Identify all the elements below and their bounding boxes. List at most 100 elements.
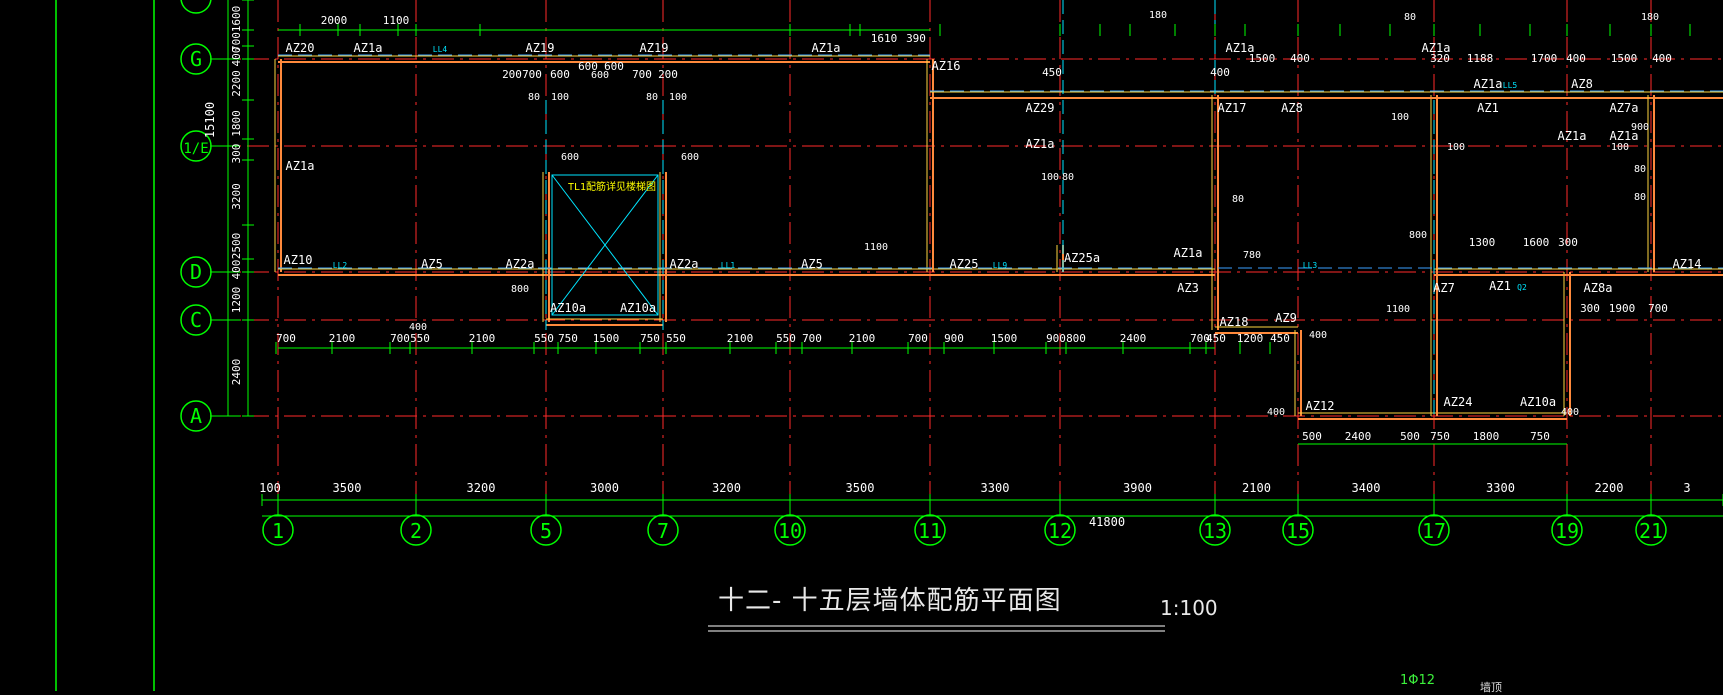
dimension-value: 700 — [1648, 302, 1668, 315]
rebar-note: 1Φ12 — [1400, 673, 1436, 688]
axis-label: 10 — [778, 519, 802, 543]
dimension-value: 3000 — [590, 481, 619, 495]
wall-label: AZ16 — [932, 59, 961, 73]
dimension-value: 200 — [658, 68, 678, 81]
dimension-value: 80 — [1634, 164, 1646, 175]
beam-label: LL5 — [1503, 81, 1518, 90]
dimension-value: 1800 — [1473, 430, 1500, 443]
wall-label: AZ25 — [950, 257, 979, 271]
axis-label: 17 — [1422, 519, 1446, 543]
dimension-value: 400 — [1566, 52, 1586, 65]
dimension-value: 300 — [1558, 236, 1578, 249]
wall-label: AZ10a — [1520, 395, 1556, 409]
dimension-value: 1700 — [1531, 52, 1558, 65]
dimension-value: 300 — [230, 144, 243, 164]
axis-label: 1 — [272, 519, 284, 543]
dimension-value: 750 — [1530, 430, 1550, 443]
dimension-value: 2100 — [727, 332, 754, 345]
dimension-value: 3300 — [981, 481, 1010, 495]
wall-label: AZ19 — [526, 41, 555, 55]
dimension-value: 780 — [1243, 250, 1261, 261]
dimension-value: 550 — [666, 332, 686, 345]
beam-label: LL1 — [721, 261, 736, 270]
axis-label: 13 — [1203, 519, 1227, 543]
dimension-value: 400 — [1210, 66, 1230, 79]
dimension-value: 80 — [1232, 194, 1244, 205]
wall-label: AZ18 — [1220, 315, 1249, 329]
wall-label: AZ1a — [354, 41, 383, 55]
dimension-value: 2100 — [849, 332, 876, 345]
dimension-value: 1800 — [230, 110, 243, 137]
axis-label: 11 — [918, 519, 942, 543]
beam-label: LL3 — [1303, 261, 1318, 270]
dimension-value: 450 — [1206, 332, 1226, 345]
beam-label: LL2 — [333, 261, 348, 270]
dimension-value: 1500 — [1249, 52, 1276, 65]
wall-label: AZ29 — [1026, 101, 1055, 115]
dimension-value: 100 — [1447, 142, 1465, 153]
wall-label: AZ10a — [550, 301, 586, 315]
wall-label: AZ7 — [1433, 281, 1455, 295]
dimension-value: 550 — [776, 332, 796, 345]
dimension-value: 500 — [1302, 430, 1322, 443]
wall-label: AZ8 — [1571, 77, 1593, 91]
dimension-value: 2100 — [329, 332, 356, 345]
wall-label: AZ1a — [286, 159, 315, 173]
axis-label: 5 — [540, 519, 552, 543]
axis-label: 21 — [1639, 519, 1663, 543]
wall-label: AZ20 — [286, 41, 315, 55]
dimension-value: 600 — [578, 60, 598, 73]
dimension-value: 180 — [1641, 12, 1659, 23]
dimension-value: 600 — [550, 68, 570, 81]
dimension-value: 2100 — [1242, 481, 1271, 495]
dimension-value: 200 — [502, 68, 522, 81]
wall-label: AZ2a — [506, 257, 535, 271]
dimension-value: 400 — [409, 322, 427, 333]
dimension-value: 100 — [1611, 142, 1629, 153]
dimension-value: 1600 — [230, 6, 243, 33]
wall-label: AZ1a — [1422, 41, 1451, 55]
dimension-value: 2200 — [230, 70, 243, 97]
dimension-value: 3200 — [230, 183, 243, 210]
dimension-value: 1100 — [383, 14, 410, 27]
wall-label: AZ1a — [1610, 129, 1639, 143]
dimension-value: 800 — [511, 284, 529, 295]
stair-cross — [551, 174, 659, 316]
wall-label: AZ2a — [670, 257, 699, 271]
dimension-value: 700 — [276, 332, 296, 345]
dimension-value: 700 — [522, 68, 542, 81]
axis-label: D — [190, 260, 202, 284]
dimension-value: 2000 — [321, 14, 348, 27]
dimension-value: 2400 — [230, 359, 243, 386]
dimension-value: 450 — [1270, 332, 1290, 345]
wall-label: AZ14 — [1673, 257, 1702, 271]
dimension-value: 600 — [591, 70, 609, 81]
wall-label: AZ24 — [1444, 395, 1473, 409]
dimension-value: 2400 — [1345, 430, 1372, 443]
wall-label: AZ8a — [1584, 281, 1613, 295]
dimension-value: 320 — [1430, 52, 1450, 65]
overall-length: 41800 — [1089, 515, 1125, 529]
dimension-value: 700 — [632, 68, 652, 81]
dimension-value: 800 — [1409, 230, 1427, 241]
wall-label: AZ17 — [1218, 101, 1247, 115]
dimension-value: 750 — [1430, 430, 1450, 443]
wall-label: AZ7a — [1610, 101, 1639, 115]
dimension-value: 1500 — [991, 332, 1018, 345]
axis-label: A — [190, 404, 202, 428]
wall-label: AZ10a — [620, 301, 656, 315]
dimension-value: 900 — [1046, 332, 1066, 345]
wall-top-note: 墙顶 — [1480, 681, 1502, 694]
dimension-value: 400 — [230, 260, 243, 280]
stair-shaft — [551, 174, 659, 316]
dimension-value: 700 — [908, 332, 928, 345]
dimension-value: 300 — [1580, 302, 1600, 315]
dimension-value: 80 — [1062, 172, 1074, 183]
axis-label: 7 — [657, 519, 669, 543]
dimension-value: 1500 — [593, 332, 620, 345]
dimension-value: 3200 — [467, 481, 496, 495]
wall-label: AZ5 — [801, 257, 823, 271]
beam-label: LL4 — [433, 45, 448, 54]
